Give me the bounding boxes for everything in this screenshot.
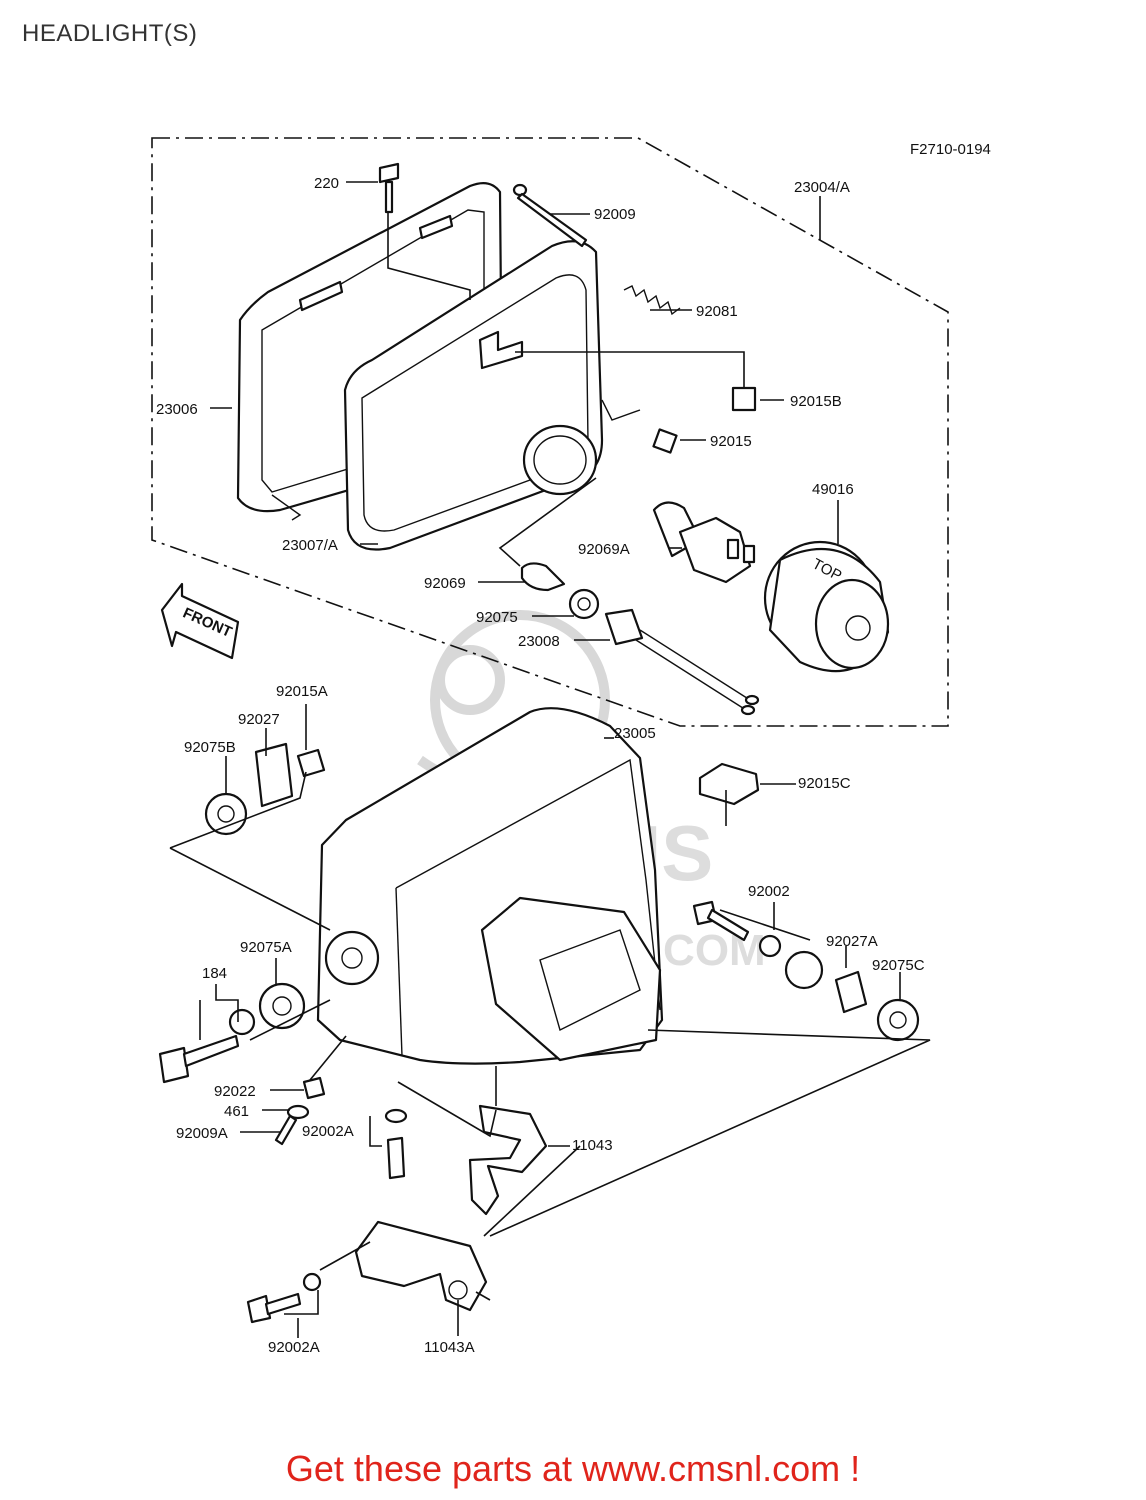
part-label-92002a-lower[interactable]: 92002A: [268, 1339, 320, 1356]
part-label-92075a[interactable]: 92075A: [240, 939, 292, 956]
figure-code: F2710-0194: [910, 141, 991, 158]
nut-92015a-icon: [296, 748, 326, 778]
collar-92027a-icon: [834, 970, 868, 1014]
washer-92002a-icon: [384, 1108, 408, 1124]
screw-92009a-icon: [274, 1114, 298, 1146]
headlight-housing: [316, 707, 664, 1065]
socket-23008-icon: [604, 608, 760, 716]
spring-92081-icon: [623, 285, 681, 316]
front-arrow-icon: FRONT: [160, 582, 240, 660]
part-label-461[interactable]: 461: [224, 1103, 249, 1120]
leader-lines: [169, 181, 931, 1338]
part-label-92069[interactable]: 92069: [424, 575, 466, 592]
bolt-184-icon: [158, 1046, 190, 1084]
collar-92027-icon: [254, 742, 294, 808]
part-label-92075[interactable]: 92075: [476, 609, 518, 626]
bracket-11043a-icon: [354, 1220, 488, 1312]
part-label-92015c[interactable]: 92015C: [798, 775, 851, 792]
parts-diagram: CMS WWW.CMSNL.COM FRONT: [151, 137, 991, 1356]
part-label-92069a[interactable]: 92069A: [578, 541, 630, 558]
nut-92015-icon: [652, 428, 678, 454]
washer-92002-icon: [758, 934, 782, 958]
part-labels: F2710-0194 220 92009 23004/A 92081 23006…: [156, 141, 991, 1356]
page-title: HEADLIGHT(S): [22, 20, 198, 47]
part-label-92015a[interactable]: 92015A: [276, 683, 328, 700]
grommet-92075a-icon: [258, 982, 306, 1030]
grommet-92075-icon: [568, 588, 600, 620]
part-label-92009a[interactable]: 92009A: [176, 1125, 228, 1142]
part-label-92081[interactable]: 92081: [696, 303, 738, 320]
part-label-23006[interactable]: 23006: [156, 401, 198, 418]
bolt-92002a-icon: [386, 1136, 406, 1180]
part-label-92015b[interactable]: 92015B: [790, 393, 842, 410]
washer-92027a-icon: [784, 950, 824, 990]
part-label-92022[interactable]: 92022: [214, 1083, 256, 1100]
left-mount-hardware: [204, 742, 326, 836]
grommet-92075c-icon: [876, 998, 920, 1042]
part-label-92015[interactable]: 92015: [710, 433, 752, 450]
bulb-92069a-icon: [652, 501, 756, 584]
collar-92022-icon: [302, 1076, 326, 1100]
part-label-23005[interactable]: 23005: [614, 725, 656, 742]
nut-92015b-icon: [731, 386, 757, 412]
part-label-92009[interactable]: 92009: [594, 206, 636, 223]
washer-184-icon: [228, 1008, 256, 1036]
part-label-220[interactable]: 220: [314, 175, 339, 192]
part-label-184[interactable]: 184: [202, 965, 227, 982]
part-label-23007a[interactable]: 23007/A: [282, 537, 338, 554]
headlight-inner-rim: [343, 240, 641, 551]
left-lower-hardware: [158, 982, 306, 1084]
part-label-92002a-upper[interactable]: 92002A: [302, 1123, 354, 1140]
part-label-92002[interactable]: 92002: [748, 883, 790, 900]
clip-92015c-icon: [698, 762, 760, 806]
assembly-outline: [151, 137, 949, 727]
part-label-49016[interactable]: 49016: [812, 481, 854, 498]
adjust-screw-92009-icon: [512, 183, 588, 248]
footer-link[interactable]: Get these parts at www.cmsnl.com !: [285, 1448, 861, 1489]
screw-220-icon: [378, 162, 400, 214]
part-label-92027[interactable]: 92027: [238, 711, 280, 728]
part-label-92027a[interactable]: 92027A: [826, 933, 878, 950]
part-label-11043[interactable]: 11043: [572, 1137, 613, 1154]
part-label-23004a[interactable]: 23004/A: [794, 179, 850, 196]
bottom-hardware: [274, 1076, 408, 1180]
bracket-11043-icon: [468, 1104, 548, 1216]
socket-cover-49016-icon: TOP: [763, 540, 890, 673]
part-label-92075b[interactable]: 92075B: [184, 739, 236, 756]
right-mount-hardware: [692, 900, 920, 1042]
part-label-92075c[interactable]: 92075C: [872, 957, 925, 974]
part-label-23008[interactable]: 23008: [518, 633, 560, 650]
bulb-92069-icon: [520, 562, 566, 592]
grommet-92075b-icon: [204, 792, 248, 836]
washer-461-icon: [286, 1104, 310, 1120]
part-label-11043a[interactable]: 11043A: [424, 1339, 475, 1356]
bolt-92002a-lower-icon: [246, 1272, 322, 1324]
